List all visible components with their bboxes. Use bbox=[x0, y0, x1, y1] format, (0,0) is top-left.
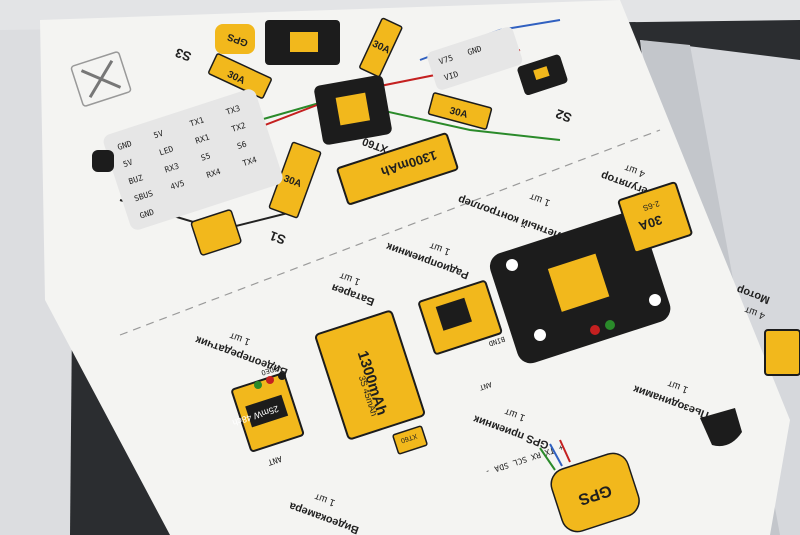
battery-module bbox=[315, 310, 425, 440]
receiver-top bbox=[190, 209, 242, 256]
svg-text:5V: 5V bbox=[153, 129, 165, 141]
esc-top-left bbox=[208, 53, 272, 99]
buzzer-module bbox=[700, 408, 742, 447]
motor-port-label: S1 bbox=[268, 228, 288, 248]
svg-text:RX3: RX3 bbox=[164, 161, 181, 174]
svg-text:BUZ: BUZ bbox=[127, 173, 144, 186]
svg-text:TX2: TX2 bbox=[230, 121, 247, 134]
svg-text:TX1: TX1 bbox=[189, 115, 206, 128]
svg-text:XT60: XT60 bbox=[400, 432, 418, 444]
brand-logo bbox=[70, 51, 132, 107]
esc-module bbox=[617, 181, 693, 254]
svg-text:VID: VID bbox=[443, 70, 460, 83]
gps-top-module bbox=[215, 24, 255, 54]
svg-text:GND: GND bbox=[116, 139, 133, 152]
svg-text:LED: LED bbox=[158, 144, 175, 157]
svg-text:GND: GND bbox=[139, 207, 156, 220]
gps-module bbox=[550, 452, 640, 533]
svg-text:TX3: TX3 bbox=[225, 104, 242, 117]
svg-text:GND: GND bbox=[466, 44, 483, 57]
svg-text:TX4: TX4 bbox=[241, 155, 258, 168]
svg-text:5V: 5V bbox=[122, 158, 134, 170]
legend-battery: Батарея 1 шт 1300mAh 3S 45mAh XT60 bbox=[315, 270, 428, 455]
motor-module bbox=[764, 329, 800, 376]
motor-port-label: S2 bbox=[554, 106, 574, 126]
legend-esc: Регулятор 4 шт 30A 2-6S bbox=[599, 162, 693, 254]
svg-text:S6: S6 bbox=[236, 139, 248, 151]
svg-text:V75: V75 bbox=[438, 53, 455, 66]
svg-text:ANT: ANT bbox=[478, 380, 493, 392]
esc-label: 30A bbox=[448, 106, 469, 121]
svg-text:4V5: 4V5 bbox=[169, 179, 186, 192]
fc-pin-table: GND 5V TX1 TX3 5V LED RX1 TX2 BUZ RX3 S5… bbox=[103, 89, 283, 230]
esc-right bbox=[427, 92, 493, 130]
battery-top bbox=[336, 132, 459, 205]
svg-text:RX4: RX4 bbox=[205, 167, 222, 180]
esc-legend-label: 30A bbox=[636, 212, 664, 234]
vtx-pin-table: V75 GND VID bbox=[427, 27, 523, 90]
fold-line-lower bbox=[119, 129, 661, 336]
svg-text:RX1: RX1 bbox=[194, 133, 211, 146]
svg-text:S5: S5 bbox=[200, 151, 212, 163]
esc-top-right bbox=[359, 17, 403, 78]
buzzer-top bbox=[92, 150, 114, 172]
svg-text:ANT: ANT bbox=[267, 454, 284, 467]
motor-port-label: S3 bbox=[173, 45, 193, 65]
wiring-diagram: 30A 30A 30A 30A S3 S2 S1 XT60 1300mAh GN… bbox=[92, 17, 574, 256]
